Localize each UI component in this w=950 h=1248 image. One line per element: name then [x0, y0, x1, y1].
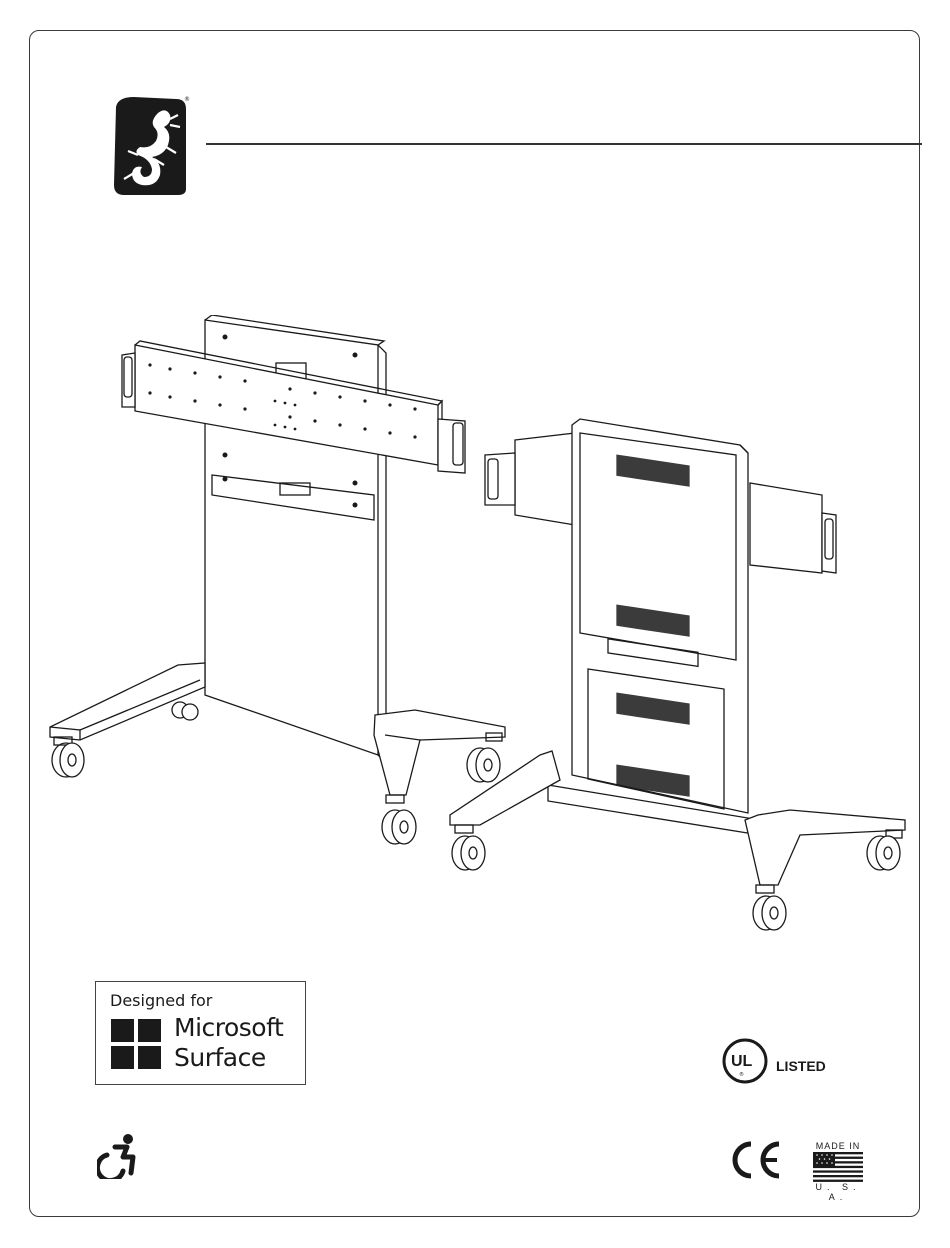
caster — [52, 737, 84, 777]
header-rule — [206, 143, 922, 145]
caster — [467, 733, 502, 782]
caster — [382, 795, 416, 844]
ce-mark-icon: CE — [729, 1140, 783, 1180]
right-stand — [450, 419, 905, 930]
made-in-usa-badge: MADE IN U. S. A. — [811, 1141, 865, 1193]
salamander-logo-icon: ® — [110, 93, 190, 197]
us-flag-icon — [813, 1152, 863, 1182]
ul-listed-text: LISTED — [776, 1058, 826, 1074]
caster — [172, 702, 198, 720]
windows-tiles-icon — [111, 1019, 161, 1069]
caster — [753, 885, 786, 930]
ul-letters: UL — [731, 1053, 753, 1070]
caster — [452, 825, 485, 870]
usa-text: U. S. A. — [811, 1182, 865, 1202]
registered-mark: ® — [184, 96, 190, 103]
ce-text: CE — [729, 1140, 731, 1141]
made-in-text: MADE IN — [811, 1141, 865, 1151]
badge-designed-for-text: Designed for — [110, 991, 212, 1010]
mobile-display-stand-illustration — [40, 315, 920, 935]
left-stand — [50, 315, 505, 844]
caster — [867, 830, 902, 870]
accessibility-wheelchair-icon — [97, 1133, 141, 1179]
ul-registered: ® — [739, 1071, 744, 1078]
badge-microsoft-text: Microsoft — [174, 1013, 283, 1042]
designed-for-microsoft-surface-badge: Designed for Microsoft Surface — [95, 981, 306, 1085]
badge-surface-text: Surface — [174, 1043, 266, 1072]
